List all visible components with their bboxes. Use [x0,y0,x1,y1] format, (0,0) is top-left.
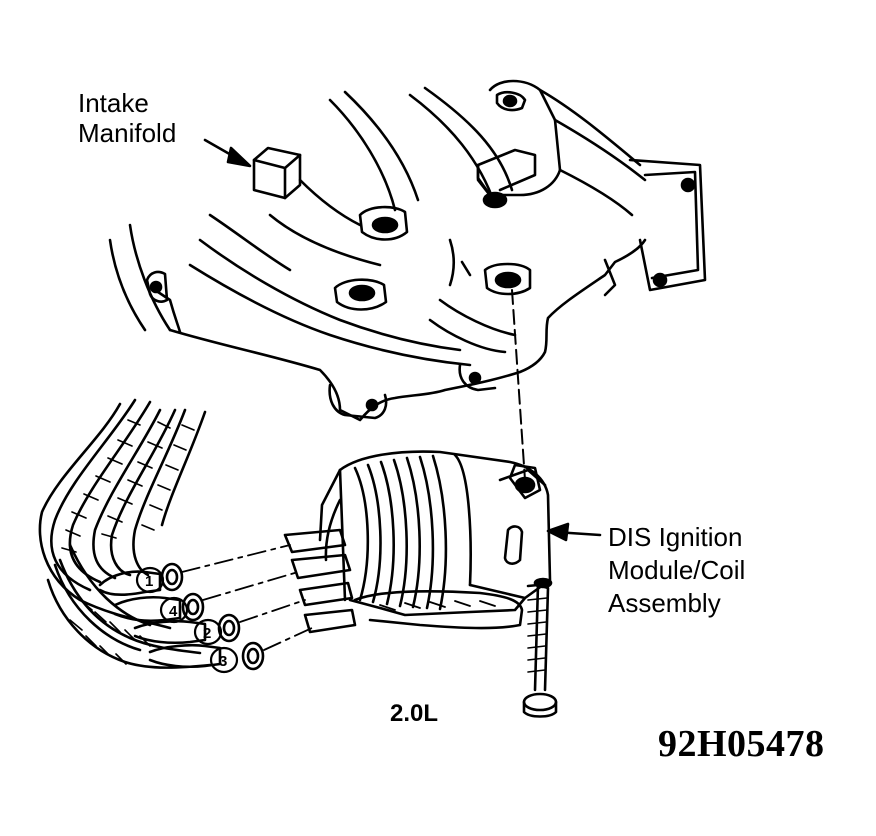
terminal-number-4: 4 [169,603,178,620]
dis-label-line3: Assembly [608,588,721,618]
intake-leader [203,138,252,168]
dis-label-line2: Module/Coil [608,555,746,585]
terminal-number-1: 1 [145,573,153,590]
mount-centerline [511,289,526,481]
spark-plug-wires: 1 4 2 3 [38,398,265,674]
terminal-number-3: 3 [219,653,227,670]
intake-manifold-label-line2: Manifold [78,118,177,148]
intake-manifold-label-line1: Intake [78,88,149,118]
alignment-lines [181,544,313,651]
dis-label-line1: DIS Ignition [608,522,743,552]
dis-leader [546,522,602,542]
engine-label: 2.0L [390,700,439,727]
dis-module-coil [283,450,558,718]
intake-manifold [108,79,707,422]
terminal-number-2: 2 [203,625,211,642]
figure-id: 92H05478 [658,723,825,765]
